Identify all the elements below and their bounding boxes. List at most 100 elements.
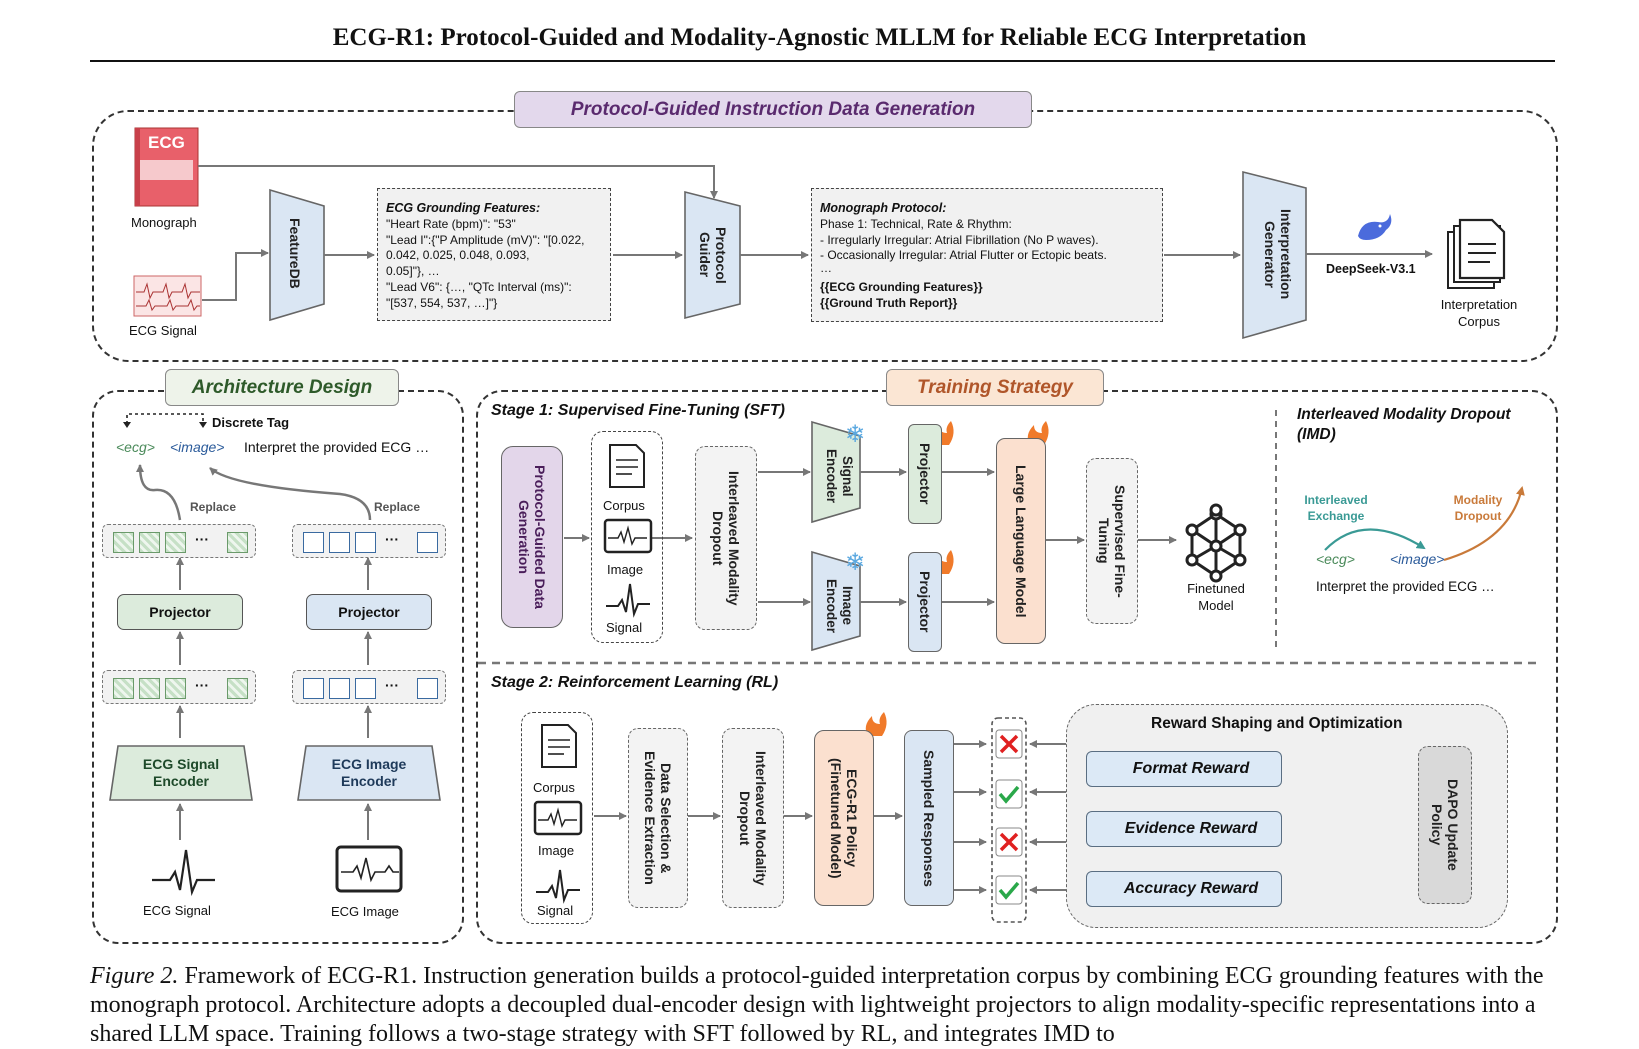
finetuned-model-label: Finetuned Model xyxy=(1187,581,1245,613)
signal-projector: Projector xyxy=(117,594,243,630)
caption-label: Figure 2. xyxy=(90,963,179,989)
grounding-line: 0.05]"}, … xyxy=(386,264,440,278)
grounding-heading: ECG Grounding Features: xyxy=(386,201,541,215)
image-encoder-block xyxy=(811,550,861,652)
interpretation-corpus-label: Interpretation Corpus xyxy=(1440,297,1518,329)
reward-panel-title: Reward Shaping and Optimization xyxy=(1151,715,1403,732)
protocol-line: - Irregularly Irregular: Atrial Fibrilla… xyxy=(820,233,1099,247)
architecture-panel xyxy=(92,390,464,944)
pgdg-label: Protocol-Guided Data Generation xyxy=(516,465,548,609)
sft-block: Supervised Fine-Tuning xyxy=(1086,458,1138,624)
monograph-label: Monograph xyxy=(131,215,197,230)
evidence-reward: Evidence Reward xyxy=(1086,811,1282,847)
signal-token-row-bottom: ··· xyxy=(102,670,256,704)
stage2-corpus-label: Corpus xyxy=(533,780,575,795)
imd-prompt: Interpret the provided ECG … xyxy=(1316,579,1495,594)
signal-token-row-top: ··· xyxy=(102,524,256,558)
data-selection-block: Data Selection & Evidence Extraction xyxy=(628,728,688,908)
neural-network-icon xyxy=(1185,503,1247,583)
ecg-signal-encoder-label: ECG Signal Encoder xyxy=(142,756,220,789)
replace-label: Replace xyxy=(190,500,237,514)
image-small-icon xyxy=(533,800,583,836)
grounding-line: "Lead I":{"P Amplitude (mV)": "[0.022, xyxy=(386,233,585,247)
caption-text: Framework of ECG-R1. Instruction generat… xyxy=(90,963,1544,1047)
arch-prompt: Interpret the provided ECG … xyxy=(244,439,430,455)
projector-label: Projector xyxy=(917,571,933,633)
correct-mark-icon xyxy=(995,875,1023,905)
architecture-title: Architecture Design xyxy=(165,369,399,406)
token-ellipsis: ··· xyxy=(195,677,209,693)
results-column xyxy=(991,717,1027,923)
deepseek-label: DeepSeek-V3.1 xyxy=(1326,262,1416,276)
image-projector: Projector xyxy=(306,594,432,630)
corpus-small-icon xyxy=(541,724,577,768)
policy-label: ECG-R1 Policy (Finetuned Model) xyxy=(828,757,860,879)
interpretation-generator-block xyxy=(1242,170,1307,340)
imd-ecg-tag: <ecg> xyxy=(1316,551,1355,567)
format-reward: Format Reward xyxy=(1086,751,1282,787)
correct-mark-icon xyxy=(995,779,1023,809)
figure-caption: Figure 2. Framework of ECG-R1. Instructi… xyxy=(90,962,1560,1049)
stage2-imd-label: Interleaved Modality Dropout xyxy=(737,750,769,886)
image-small-icon xyxy=(603,518,653,554)
discrete-tag-label: Discrete Tag xyxy=(212,415,290,430)
deepseek-whale-icon xyxy=(1358,214,1392,240)
training-title: Training Strategy xyxy=(886,369,1104,406)
image-encoder-label: Image Encoder xyxy=(824,578,855,633)
stage1-imd-block: Interleaved Modality Dropout xyxy=(695,446,757,630)
corpus-small-icon xyxy=(609,444,645,488)
imd-dropout-label: Modality Dropout xyxy=(1453,493,1503,523)
featuredb-block xyxy=(269,188,325,322)
arch-ecg-image-label: ECG Image xyxy=(331,904,399,919)
token-ellipsis: ··· xyxy=(385,531,399,547)
image-token-row-top: ··· xyxy=(292,524,446,558)
monograph-cover-text: ECG xyxy=(148,133,185,152)
wrong-mark-icon xyxy=(995,729,1023,759)
instruction-data-title: Protocol-Guided Instruction Data Generat… xyxy=(514,91,1032,128)
replace-label: Replace xyxy=(374,500,421,514)
wrong-mark-icon xyxy=(995,827,1023,857)
policy-block: ECG-R1 Policy (Finetuned Model) xyxy=(814,730,874,906)
protocol-line: Phase 1: Technical, Rate & Rhythm: xyxy=(820,217,1012,231)
protocol-line: … xyxy=(820,261,832,275)
grounding-line: "[537, 554, 537, …]"} xyxy=(386,296,498,310)
page-title: ECG-R1: Protocol-Guided and Modality-Agn… xyxy=(332,24,1307,51)
stage1-image-label: Image xyxy=(607,562,644,577)
monograph-book-icon xyxy=(134,127,199,207)
data-selection-label: Data Selection & Evidence Extraction xyxy=(642,751,674,885)
stage1-title: Stage 1: Supervised Fine-Tuning (SFT) xyxy=(491,402,785,419)
grounding-line: "Heart Rate (bpm)": "53" xyxy=(386,217,516,231)
stage2-inputs-box xyxy=(521,712,593,924)
ecg-image-encoder-label: ECG Image Encoder xyxy=(331,756,407,789)
monograph-protocol-box: Monograph Protocol: Phase 1: Technical, … xyxy=(811,188,1163,322)
title-rule xyxy=(90,60,1555,62)
interpretation-generator-label: Interpretation Generator xyxy=(1262,208,1294,300)
corpus-documents-icon xyxy=(1447,218,1506,289)
grounding-features-box: ECG Grounding Features: "Heart Rate (bpm… xyxy=(377,188,611,321)
ecg-image-encoder-block xyxy=(297,745,441,801)
image-token-row-bottom: ··· xyxy=(292,670,446,704)
protocol-bold-line: {{ECG Grounding Features}} xyxy=(820,280,983,294)
imd-panel-title: Interleaved Modality Dropout (IMD) xyxy=(1297,406,1511,443)
protocol-heading: Monograph Protocol: xyxy=(820,201,947,215)
imd-image-tag: <image> xyxy=(1390,551,1445,567)
token-ellipsis: ··· xyxy=(385,677,399,693)
stage1-signal-projector: Projector xyxy=(908,424,942,524)
ecg-signal-label: ECG Signal xyxy=(129,323,197,338)
featuredb-label: FeatureDB xyxy=(287,218,303,289)
stage2-imd-block: Interleaved Modality Dropout xyxy=(722,728,784,908)
sft-label: Supervised Fine-Tuning xyxy=(1096,484,1128,598)
dapo-label: DAPO Update Policy xyxy=(1429,779,1461,871)
dapo-block: DAPO Update Policy xyxy=(1418,746,1472,904)
signal-encoder-label: Signal Encoder xyxy=(824,448,855,503)
ecg-signal-encoder-block xyxy=(109,745,253,801)
stage1-inputs-box xyxy=(591,431,663,643)
stage2-image-label: Image xyxy=(538,843,575,858)
accuracy-reward: Accuracy Reward xyxy=(1086,871,1282,907)
arch-ecg-signal-label: ECG Signal xyxy=(143,903,211,918)
pgdg-block: Protocol-Guided Data Generation xyxy=(501,446,563,628)
protocol-guider-label: Protocol Guider xyxy=(697,226,729,284)
grounding-line: 0.042, 0.025, 0.048, 0.093, xyxy=(386,248,530,262)
stage1-signal-label: Signal xyxy=(606,620,643,635)
